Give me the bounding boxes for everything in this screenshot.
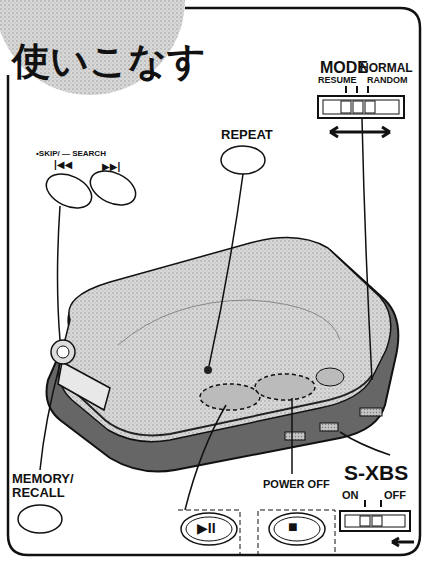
drawing-part: [340, 511, 410, 531]
drawing-part: [178, 510, 240, 556]
button-label: •SKIP/ — SEARCH: [36, 150, 106, 158]
drawing-part: [118, 300, 340, 345]
drawing-part: [320, 423, 338, 431]
drawing-part: [330, 127, 390, 137]
drawing-part: [380, 500, 382, 507]
drawing-part: [318, 96, 404, 118]
drawing-part: [58, 206, 61, 340]
drawing-part: [353, 101, 363, 113]
switch-position: RANDOM: [367, 76, 408, 85]
drawing-part: [360, 516, 370, 526]
drawing-part: [341, 101, 351, 113]
memory-button: [18, 505, 62, 533]
switch-position: OFF: [384, 490, 406, 502]
cd-player: [47, 238, 399, 472]
button-symbol: ■: [288, 519, 298, 536]
drawing-part: [181, 513, 237, 545]
drawing-part: [57, 346, 69, 358]
page-heading: 使いこなす: [12, 36, 206, 87]
drawing-part: [372, 516, 382, 526]
drawing-part: [285, 432, 305, 440]
drawing-part: [269, 513, 325, 545]
drawing-part: [364, 500, 366, 507]
switch-position: RESUME: [318, 76, 357, 85]
drawing-part: [340, 432, 390, 455]
switch-position: NORMAL: [360, 62, 413, 75]
drawing-part: [392, 538, 414, 546]
mode-switch: [318, 86, 404, 137]
button-label: REPEAT: [221, 128, 273, 142]
skip-buttons: [41, 164, 141, 214]
repeat-button: [221, 146, 265, 174]
drawing-part: [51, 340, 75, 364]
drawing-part: [274, 517, 320, 541]
button-label: MEMORY/ RECALL: [12, 472, 82, 499]
drawing-part: [186, 517, 232, 541]
play-button: [178, 510, 240, 556]
drawing-part: [41, 167, 97, 214]
button-symbol: ▶II: [197, 521, 216, 536]
stop-button: [258, 510, 335, 556]
drawing-part: [345, 86, 347, 93]
drawing-part: [360, 408, 382, 416]
drawing-part: [255, 374, 315, 400]
button-symbol: ▶▶|: [102, 162, 120, 173]
drawing-part: [323, 100, 399, 114]
drawing-part: [362, 119, 372, 380]
drawing-part: [209, 174, 243, 366]
button-label: POWER OFF: [263, 479, 330, 491]
page-frame: [8, 8, 420, 555]
drawing-part: [185, 405, 226, 510]
drawing-part: [200, 384, 260, 410]
drawing-part: [59, 238, 391, 442]
drawing-part: [367, 86, 369, 93]
leader-lines: [40, 119, 390, 510]
button-symbol: |◀◀: [54, 160, 72, 171]
switch-label: S-XBS: [344, 462, 408, 484]
drawing-part: [291, 398, 293, 474]
drawing-part: [316, 368, 344, 386]
switch-position: ON: [342, 490, 359, 502]
drawing-part: [345, 515, 405, 527]
s-xbs-switch: [340, 500, 414, 546]
drawing-part: [258, 510, 335, 556]
drawing-part: [365, 101, 375, 113]
drawing-part: [356, 86, 358, 93]
drawing-part: [40, 364, 60, 470]
drawing-part: [204, 366, 212, 374]
drawing-part: [58, 362, 110, 410]
